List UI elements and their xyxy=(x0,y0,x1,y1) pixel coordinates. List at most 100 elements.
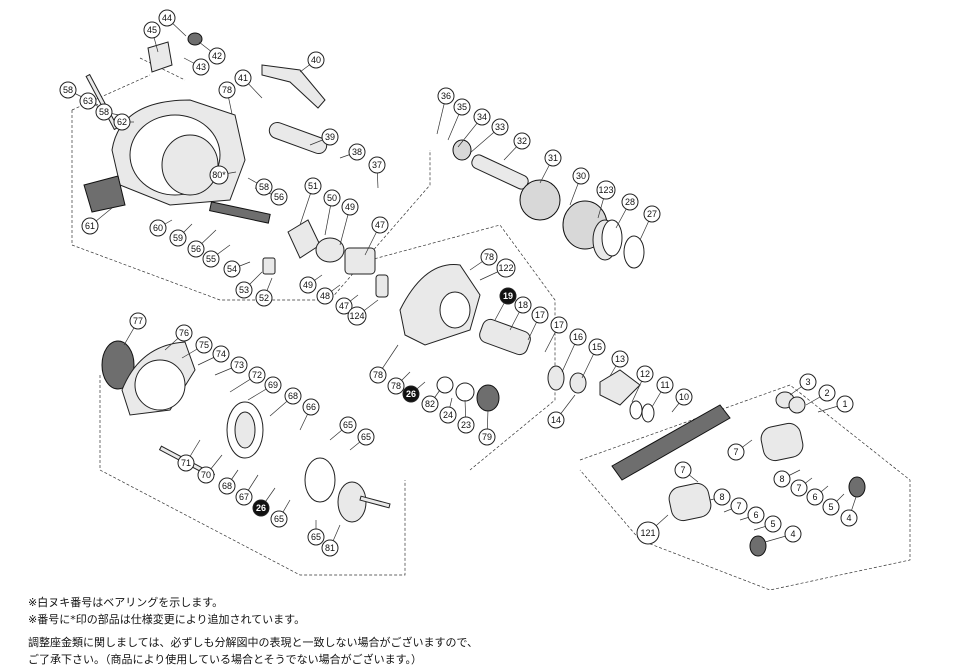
callout-8: 8 xyxy=(713,488,731,506)
svg-text:78: 78 xyxy=(222,85,232,95)
callout-30: 30 xyxy=(572,167,590,185)
svg-text:65: 65 xyxy=(361,432,371,442)
svg-text:78: 78 xyxy=(484,252,494,262)
svg-text:8: 8 xyxy=(719,492,724,502)
clutch-spring xyxy=(375,274,389,298)
svg-text:59: 59 xyxy=(173,233,183,243)
svg-text:7: 7 xyxy=(733,447,738,457)
svg-text:28: 28 xyxy=(625,197,635,207)
gear-washer-28 xyxy=(601,219,623,257)
svg-text:123: 123 xyxy=(598,185,613,195)
left-plate-opening xyxy=(134,359,186,411)
callout-62: 62 xyxy=(113,113,131,131)
svg-text:66: 66 xyxy=(306,402,316,412)
callout-17: 17 xyxy=(531,306,549,324)
svg-text:65: 65 xyxy=(343,420,353,430)
svg-text:15: 15 xyxy=(592,342,602,352)
callout-14: 14 xyxy=(547,411,565,429)
handle-knob-upper xyxy=(760,422,804,462)
svg-text:7: 7 xyxy=(796,483,801,493)
svg-text:78: 78 xyxy=(391,381,401,391)
svg-text:122: 122 xyxy=(498,263,513,273)
svg-text:6: 6 xyxy=(753,510,758,520)
callout-5: 5 xyxy=(822,498,840,516)
clutch-yoke xyxy=(344,247,376,275)
svg-text:19: 19 xyxy=(503,291,513,301)
svg-text:50: 50 xyxy=(327,193,337,203)
svg-text:30: 30 xyxy=(576,171,586,181)
svg-text:36: 36 xyxy=(441,91,451,101)
callout-7: 7 xyxy=(790,479,808,497)
svg-text:41: 41 xyxy=(238,73,248,83)
callout-34: 34 xyxy=(473,108,491,126)
callout-7: 7 xyxy=(730,497,748,515)
spool-flange-inner xyxy=(234,411,256,449)
svg-text:17: 17 xyxy=(535,310,545,320)
callout-72: 72 xyxy=(248,366,266,384)
pinion-shaft xyxy=(471,154,529,190)
callout-42: 42 xyxy=(208,47,226,65)
callout-56: 56 xyxy=(270,188,288,206)
spool-81 xyxy=(337,481,367,523)
callout-81: 81 xyxy=(321,539,339,557)
callout-79: 79 xyxy=(478,428,496,446)
callout-65: 65 xyxy=(357,428,375,446)
callout-49: 49 xyxy=(341,198,359,216)
svg-text:7: 7 xyxy=(680,465,685,475)
callout-13: 13 xyxy=(611,350,629,368)
svg-text:74: 74 xyxy=(216,349,226,359)
svg-text:45: 45 xyxy=(147,25,157,35)
svg-text:65: 65 xyxy=(274,514,284,524)
callout-41: 41 xyxy=(234,69,252,87)
svg-text:40: 40 xyxy=(311,55,321,65)
svg-text:48: 48 xyxy=(320,291,330,301)
callout-32: 32 xyxy=(513,132,531,150)
callout-65: 65 xyxy=(270,510,288,528)
callout-51: 51 xyxy=(304,177,322,195)
top-cap xyxy=(147,41,173,73)
callout-6: 6 xyxy=(806,488,824,506)
svg-text:61: 61 xyxy=(85,221,95,231)
callout-12: 12 xyxy=(636,365,654,383)
callout-44: 44 xyxy=(158,9,176,27)
callout-31: 31 xyxy=(544,149,562,167)
svg-text:44: 44 xyxy=(162,13,172,23)
callout-58: 58 xyxy=(255,178,273,196)
callout-53: 53 xyxy=(235,281,253,299)
callout-35: 35 xyxy=(453,98,471,116)
callout-56: 56 xyxy=(187,240,205,258)
callout-52: 52 xyxy=(255,289,273,307)
svg-text:82: 82 xyxy=(425,399,435,409)
callout-67: 67 xyxy=(235,488,253,506)
svg-text:3: 3 xyxy=(805,377,810,387)
svg-text:16: 16 xyxy=(573,332,583,342)
callout-58: 58 xyxy=(59,81,77,99)
svg-text:49: 49 xyxy=(345,202,355,212)
svg-text:77: 77 xyxy=(133,316,143,326)
callout-59: 59 xyxy=(169,229,187,247)
note-washer-disclaimer: 調整座金類に関しましては、必ずしも分解図中の表現と一致しない場合がございますので… xyxy=(28,636,479,649)
svg-text:58: 58 xyxy=(63,85,73,95)
svg-text:42: 42 xyxy=(212,51,222,61)
callout-69: 69 xyxy=(264,376,282,394)
clutch-plate xyxy=(287,219,321,259)
svg-text:76: 76 xyxy=(179,328,189,338)
side-plate-boss xyxy=(439,291,471,329)
handle-cap-upper xyxy=(848,476,866,498)
svg-text:124: 124 xyxy=(349,311,364,321)
spool-disc-66 xyxy=(304,457,336,503)
callout-28: 28 xyxy=(621,193,639,211)
star-drag xyxy=(519,179,561,221)
svg-text:53: 53 xyxy=(239,285,249,295)
handle-arm xyxy=(611,404,731,481)
bearing-79 xyxy=(476,384,500,412)
ratchet-16 xyxy=(547,365,565,391)
svg-text:35: 35 xyxy=(457,102,467,112)
callout-2: 2 xyxy=(818,384,836,402)
svg-text:62: 62 xyxy=(117,117,127,127)
callout-122: 122 xyxy=(496,258,516,278)
callout-3: 3 xyxy=(799,373,817,391)
note-spec-change: ※番号に*印の部品は仕様変更により追加されています。 xyxy=(28,613,306,626)
svg-text:13: 13 xyxy=(615,354,625,364)
svg-text:43: 43 xyxy=(196,62,206,72)
